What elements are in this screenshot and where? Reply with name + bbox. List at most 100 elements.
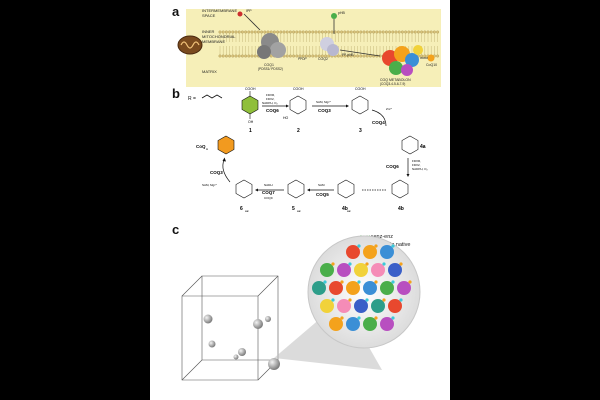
lipid-head (426, 30, 430, 34)
label-metabolon: COQ METABOLON (380, 78, 411, 82)
cofactor-coq6-top-3: NADPH, O₂ (262, 101, 279, 105)
lipid-head (436, 30, 440, 34)
lipid-head (359, 30, 363, 34)
ligand-particle (374, 280, 378, 284)
lipid-head (237, 30, 241, 34)
enzyme-particle (337, 299, 351, 313)
ligand-particle (365, 262, 369, 266)
lipid-head (343, 30, 347, 34)
enzyme-particle (346, 317, 360, 331)
lipid-head (317, 30, 321, 34)
enzyme-particle (371, 263, 385, 277)
lipid-head (231, 54, 235, 58)
enzyme-coq7: COQ7 (262, 190, 275, 195)
lipid-head (388, 30, 392, 34)
lipid-head (250, 54, 254, 58)
ligand-particle (391, 244, 395, 248)
lipid-head (288, 54, 292, 58)
panel-a-diagram: INTERMEMBRANE SPACE INNER MITOCHONDRIAL … (177, 8, 441, 87)
enzyme-particle (363, 281, 377, 295)
enzyme-particle (397, 281, 411, 295)
ligand-particle (382, 262, 386, 266)
lipid-head (416, 30, 420, 34)
enzyme-particle (312, 281, 326, 295)
legend-label-enz: εenz-enz (371, 234, 393, 240)
lipid-head (356, 54, 360, 58)
ligand-particle (340, 316, 344, 320)
ligand-particle (391, 316, 395, 320)
enzyme-particle (380, 317, 394, 331)
lipid-head (218, 30, 222, 34)
lipid-head (295, 30, 299, 34)
lipid-head (423, 30, 427, 34)
lipid-head (356, 30, 360, 34)
enzyme-coq3-top: COQ3 (318, 108, 331, 113)
lipid-head (221, 54, 225, 58)
lipid-head (288, 30, 292, 34)
lipid-head (253, 30, 257, 34)
lipid-head (352, 30, 356, 34)
lipid-head (247, 54, 251, 58)
ho-label-2: HO (283, 116, 289, 120)
lipid-head (340, 30, 344, 34)
lipid-head (263, 30, 267, 34)
cooh-label-2: COOH (293, 87, 304, 91)
ligand-particle (340, 280, 344, 284)
lipid-head (349, 30, 353, 34)
enzyme-particle (329, 317, 343, 331)
ligand-particle (357, 244, 361, 248)
lipid-head (301, 30, 305, 34)
lipid-head (221, 30, 225, 34)
subscript-6ox: ox (245, 209, 249, 213)
ligand-particle (323, 280, 327, 284)
subscript-coq: n (206, 147, 208, 151)
ligand-particle (399, 298, 403, 302)
lipid-head (368, 30, 372, 34)
enzyme-particle (363, 245, 377, 259)
label-inner-2: MITOCHONDRIAL (202, 34, 236, 39)
ligand-particle (331, 262, 335, 266)
label-coq1: COQ1 (264, 63, 274, 67)
coq1-complex (257, 33, 286, 59)
cofactor-coq6-right-2: FDX2, (412, 163, 421, 167)
enzyme-particle (320, 263, 334, 277)
lipid-head (420, 30, 424, 34)
coq-product (217, 135, 235, 155)
enzyme-coq6-right: COQ6 (386, 164, 399, 169)
enzyme-coq5: COQ5 (316, 192, 329, 197)
lipid-head (256, 30, 260, 34)
ligand-particle (357, 280, 361, 284)
lipid-head (432, 30, 436, 34)
panel-c-simulation: εenz-enz εpatch-lig,native (181, 234, 421, 381)
label-coq1-sub: (PDSS1/ PDSS2) (258, 67, 283, 71)
enzyme-particle (388, 299, 402, 313)
ligand-particle (348, 298, 352, 302)
ligand-particle (391, 280, 395, 284)
label-intermembrane-1: INTERMEMBRANE (202, 8, 237, 13)
lipid-head (285, 54, 289, 58)
lipid-head (266, 30, 270, 34)
lipid-head (324, 30, 328, 34)
label-inner-1: INNER (202, 29, 215, 34)
cooh-label-1: COOH (245, 87, 256, 91)
enzyme-particle (380, 281, 394, 295)
lipid-head (420, 54, 424, 58)
lipid-head (234, 54, 238, 58)
cofactor-coq6-right-1: FDXR, (412, 159, 421, 163)
subscript-4box: ox (347, 209, 351, 213)
lipid-head (394, 30, 398, 34)
lipid-head (253, 54, 257, 58)
lipid-head (391, 30, 395, 34)
cofactor-sam-coq5: SAM (318, 183, 325, 187)
compound-label-4a: 4a (420, 144, 426, 150)
lipid-head (292, 30, 296, 34)
panel-b-pathway: R = COOH OH 1 COOH HO 2 COOH 3 FDXR, FDX… (188, 87, 429, 213)
label-coq10: CoQ10 (426, 63, 437, 67)
ipp-molecule (237, 11, 243, 17)
label-phb: pHB (338, 11, 345, 15)
cofactor-coq3-top: SAM, Mg²⁺ (316, 100, 331, 104)
cofactor-coq6-top-2: FDX2, (266, 97, 275, 101)
panel-label-b: b (172, 86, 180, 101)
lipid-head (410, 30, 414, 34)
ligand-particle (374, 244, 378, 248)
